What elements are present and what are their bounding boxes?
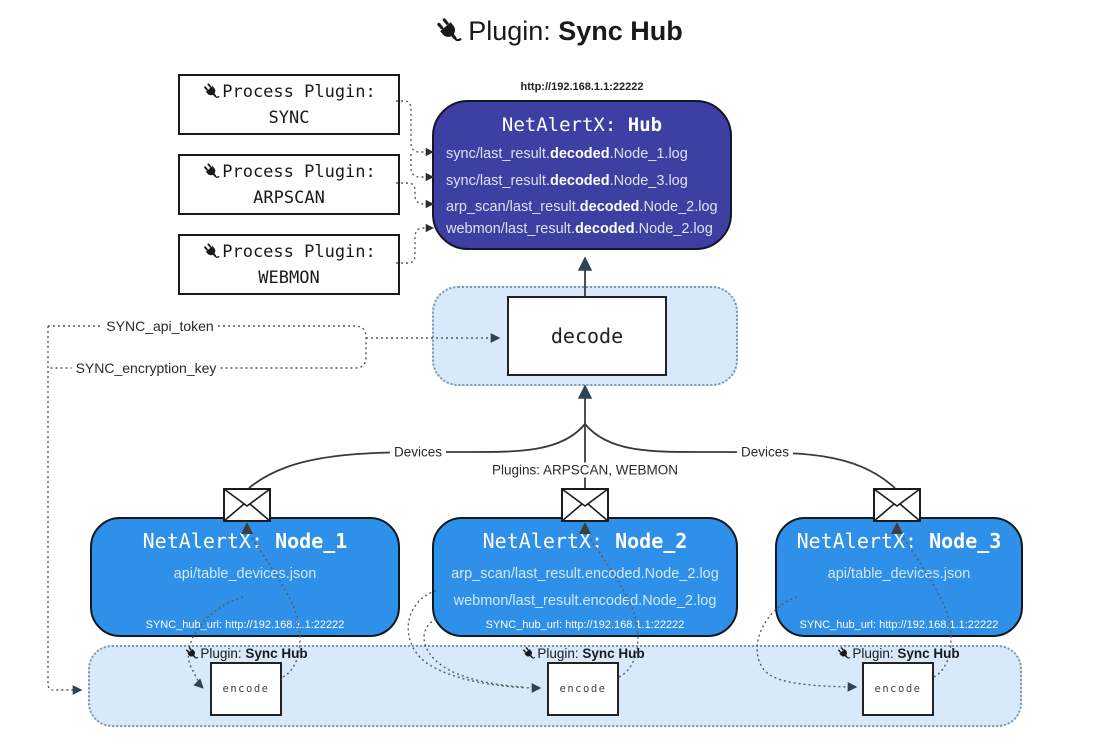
node-hub-url: SYNC_hub_url: http://192.168.1.1:22222 (799, 619, 999, 631)
node-1-box: NetAlertX: Node_1 api/table_devices.json… (90, 517, 400, 637)
hub-log-line: sync/last_result.decoded.Node_1.log (446, 146, 688, 162)
process-plugin-label: Process Plugin: (180, 239, 398, 265)
plugins-mid-label: Plugins: ARPSCAN, WEBMON (487, 462, 683, 478)
hub-log-line: sync/last_result.decoded.Node_3.log (446, 173, 688, 189)
node-3-box: NetAlertX: Node_3 api/table_devices.json… (775, 517, 1023, 637)
node-hub-url: SYNC_hub_url: http://192.168.1.1:22222 (485, 619, 685, 631)
node-file-line: arp_scan/last_result.encoded.Node_2.log (451, 566, 719, 582)
node-hub-url: SYNC_hub_url: http://192.168.1.1:22222 (145, 619, 345, 631)
hub-title: NetAlertX: Hub (501, 114, 663, 136)
encode-box: encode (547, 662, 619, 716)
hub-log-line: webmon/last_result.decoded.Node_2.log (446, 221, 713, 237)
node-file-line: api/table_devices.json (173, 566, 317, 582)
edge-params-to-encode-bar (47, 326, 83, 695)
plug-icon (836, 646, 851, 661)
process-plugin-name: WEBMON (258, 267, 320, 288)
plug-icon (202, 242, 221, 261)
hub-box: NetAlertX: Hub sync/last_result.decoded.… (432, 100, 732, 250)
edge-webmon-to-log4 (396, 223, 435, 264)
process-plugin-name: SYNC (268, 107, 310, 128)
title-bold: Sync Hub (558, 16, 683, 46)
edge-arpscan-to-log3 (396, 182, 435, 209)
process-plugin-webmon-box: Process Plugin: WEBMON (178, 234, 400, 295)
edge-sync-to-log2 (410, 154, 435, 182)
encode-plugin-label: Plugin: Sync Hub (521, 646, 645, 661)
encode-box: encode (210, 662, 282, 716)
devices-right-label: Devices (736, 444, 794, 460)
node-title: NetAlertX: Node_3 (796, 529, 1002, 553)
plug-icon (202, 162, 221, 181)
encode-box: encode (862, 662, 934, 716)
node-file-line: api/table_devices.json (827, 566, 971, 582)
title-prefix: Plugin: (468, 16, 559, 46)
decode-box: decode (507, 296, 667, 376)
hub-url-label: http://192.168.1.1:22222 (520, 81, 644, 93)
node-title: NetAlertX: Node_2 (482, 529, 688, 553)
encode-plugin-label: Plugin: Sync Hub (184, 646, 308, 661)
node-title: NetAlertX: Node_1 (142, 529, 348, 553)
process-plugin-arpscan-box: Process Plugin: ARPSCAN (178, 154, 400, 215)
process-plugin-label: Process Plugin: (180, 79, 398, 105)
plug-icon (184, 646, 199, 661)
sync-encryption-key-label: SYNC_encryption_key (71, 360, 221, 376)
node-file-line: webmon/last_result.encoded.Node_2.log (453, 593, 717, 609)
process-plugin-sync-box: Process Plugin: SYNC (178, 74, 400, 135)
edge-sync-to-log1 (396, 100, 435, 157)
plug-icon (202, 82, 221, 101)
process-plugin-name: ARPSCAN (253, 187, 325, 208)
node-2-box: NetAlertX: Node_2 arp_scan/last_result.e… (432, 517, 738, 637)
devices-left-label: Devices (389, 444, 447, 460)
encode-plugin-label: Plugin: Sync Hub (836, 646, 960, 661)
plug-icon (521, 646, 536, 661)
plug-icon (434, 16, 464, 46)
page-title: Plugin: Sync Hub (0, 16, 1117, 47)
hub-log-line: arp_scan/last_result.decoded.Node_2.log (446, 199, 718, 215)
sync-api-token-label: SYNC_api_token (102, 318, 218, 334)
process-plugin-label: Process Plugin: (180, 159, 398, 185)
